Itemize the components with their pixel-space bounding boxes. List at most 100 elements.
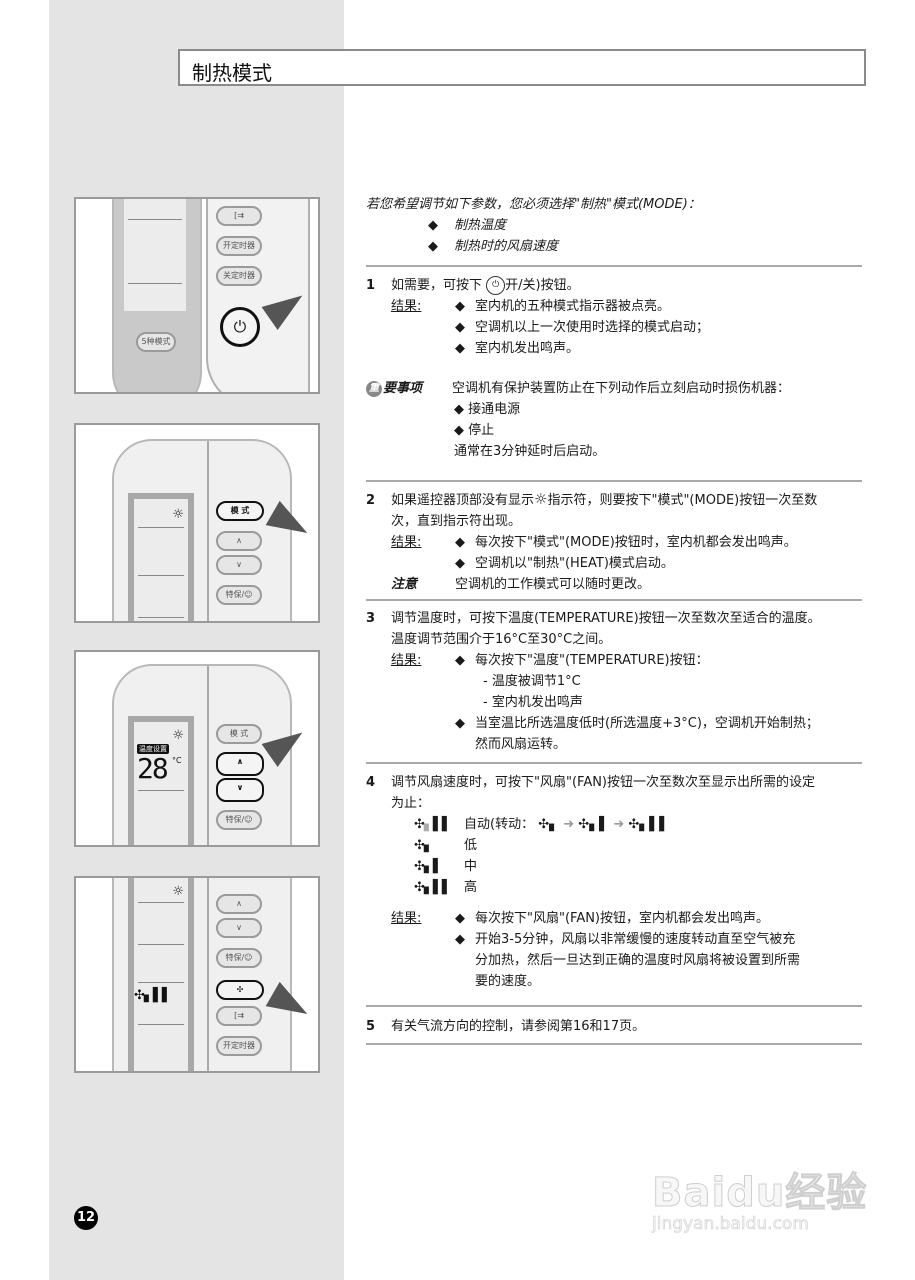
fan-auto-icon: ✣▖▌▌: [414, 817, 452, 832]
fan-high-icon: ✣▖▌▌: [628, 817, 670, 832]
temp-down-button: ∨: [216, 555, 262, 575]
remote-illustration-temp: ☼ 温度设置 28 °C 模 式 ∧ ∨ 特保/☺: [74, 650, 320, 847]
section-title-box: 制热模式: [178, 49, 866, 86]
important-footer: 通常在3分钟延时后启动。: [454, 444, 606, 459]
fan-level-auto: ✣▖▌▌自动(转动： ✣▖ ➜ ✣▖▌ ➜ ✣▖▌▌: [366, 814, 862, 835]
watermark-brand: Baidu经验: [651, 1170, 868, 1217]
heat-sun-icon: ☼: [172, 728, 184, 743]
step-3-result: 结果:◆每次按下"温度"(TEMPERATURE)按钮：: [391, 653, 709, 668]
side-panel: [49, 0, 344, 1280]
remote-lcd: ☼ ✣▖▌▌: [128, 878, 194, 1071]
step-3-sub: - 室内机发出鸣声: [483, 695, 583, 710]
temp-set-tag: 温度设置: [137, 744, 169, 754]
fan-low-icon: ✣▖: [538, 817, 560, 832]
fan-mid-icon: ✣▖▌: [414, 859, 443, 874]
step-1-result: ◆室内机发出鸣声。: [455, 341, 580, 356]
step-4-instruction-cont: 为止：: [391, 796, 431, 811]
divider: [366, 265, 862, 267]
step-2-result: ◆空调机以"制热"(HEAT)模式启动。: [455, 556, 674, 571]
step-1-result: ◆空调机以上一次使用时选择的模式启动；: [455, 320, 710, 335]
temp-down-button: ∨: [216, 918, 262, 938]
remote-illustration-mode: ☼ 模 式 ∧ ∨ 特保/☺: [74, 423, 320, 623]
divider: [366, 762, 862, 764]
step-4-result: ◆开始3-5分钟，风扇以非常缓慢的速度转动直至空气被充: [455, 932, 796, 947]
step-2-note: 注意空调机的工作模式可以随时更改。: [391, 577, 651, 592]
timer-on-button: 开定时器: [216, 236, 262, 256]
step-1-result: 结果:◆室内机的五种模式指示器被点亮。: [391, 299, 671, 314]
step-2-instruction-cont: 次，直到指示符出现。: [391, 514, 522, 529]
fan-button: ✣: [216, 980, 264, 1000]
lcd-unit: °C: [172, 756, 182, 765]
remote-seam: [207, 666, 209, 845]
fan-level-mid: ✣▖▌中: [366, 856, 862, 877]
fan-mid-icon: ✣▖▌: [578, 817, 610, 832]
divider: [366, 1005, 862, 1007]
remote-lcd: [124, 199, 186, 311]
special-button: 特保/☺: [216, 810, 262, 830]
mode-button: 模 式: [216, 724, 262, 744]
heat-sun-icon: ☼: [172, 507, 184, 522]
power-button-icon: ⏻: [486, 276, 506, 295]
divider: [366, 480, 862, 482]
mode-button: 模 式: [216, 501, 264, 521]
divider: [366, 1043, 862, 1045]
arrow-icon: ➜: [613, 817, 625, 832]
timer-off-button: 关定时器: [216, 266, 262, 286]
intro-bullet: ◆制热时的风扇速度: [428, 239, 559, 254]
step-4-result: 结果:◆每次按下"风扇"(FAN)按钮，室内机都会发出鸣声。: [391, 911, 770, 926]
lcd-temperature: 28: [137, 752, 169, 785]
arrow-icon: ➜: [563, 817, 575, 832]
step-3-result: ◆当室温比所选温度低时(所选温度+3°C)，空调机开始制热；: [455, 716, 819, 731]
fan-level-high: ✣▖▌▌高: [366, 877, 862, 898]
step-4-result-cont: 要的速度。: [475, 974, 541, 989]
remote-lcd: ☼ 温度设置 28 °C: [128, 716, 194, 845]
swing-button: [⇉: [216, 206, 262, 226]
step-3-result-cont: 然而风扇运转。: [475, 737, 567, 752]
special-button: 特保/☺: [216, 585, 262, 605]
intro-bullet: ◆制热温度: [428, 218, 507, 233]
swing-button: [⇉: [216, 1006, 262, 1026]
step-4-result-cont: 分加热，然后一旦达到正确的温度时风扇将被设置到所需: [475, 953, 801, 968]
divider: [366, 599, 862, 601]
page-number: 12: [74, 1206, 98, 1230]
heat-sun-icon: ☼: [534, 490, 548, 508]
remote-seam: [207, 441, 209, 621]
remote-seam: [207, 878, 209, 1071]
step-3-sub: - 温度被调节1°C: [483, 674, 581, 689]
watermark: Baidu经验 jingyan.baidu.com: [651, 1160, 868, 1235]
temp-up-button: ∧: [216, 752, 264, 776]
heat-sun-icon: ☼: [172, 884, 184, 899]
special-button: 特保/☺: [216, 948, 262, 968]
remote-illustration-fan: ☼ ✣▖▌▌ ∧ ∨ 特保/☺ ✣ [⇉ 开定时器: [74, 876, 320, 1073]
important-bullet: ◆ 停止: [454, 423, 495, 438]
fan-level-low: ✣▖低: [366, 835, 862, 856]
step-2-result: 结果:◆每次按下"模式"(MODE)按钮时，室内机都会发出鸣声。: [391, 535, 797, 550]
remote-lcd: ☼: [128, 493, 194, 621]
important-line: 重要事项空调机有保护装置防止在下列动作后立刻启动时损伤机器：: [366, 378, 862, 399]
page-title: 制热模式: [192, 61, 272, 85]
intro-block: 若您希望调节如下参数，您必须选择"制热"模式(MODE)： ◆制热温度 ◆制热时…: [366, 194, 862, 257]
temp-up-button: ∧: [216, 531, 262, 551]
lcd-fan-high-icon: ✣▖▌▌: [134, 988, 172, 1003]
intro-line: 若您希望调节如下参数，您必须选择"制热"模式(MODE)：: [366, 197, 701, 212]
important-note: 重要事项空调机有保护装置防止在下列动作后立刻启动时损伤机器： ◆ 接通电源 ◆ …: [366, 378, 862, 462]
important-badge-icon: 重: [366, 380, 382, 397]
fan-low-icon: ✣▖: [414, 838, 434, 853]
important-bullet: ◆ 接通电源: [454, 402, 521, 417]
timer-on-button: 开定时器: [216, 1036, 262, 1056]
remote-right-body: [206, 199, 310, 392]
temp-up-button: ∧: [216, 894, 262, 914]
remote-illustration-power: 5种模式 [⇉ 开定时器 关定时器 ⏻: [74, 197, 320, 394]
temp-down-button: ∨: [216, 778, 264, 802]
watermark-url: jingyan.baidu.com: [652, 1214, 809, 1235]
